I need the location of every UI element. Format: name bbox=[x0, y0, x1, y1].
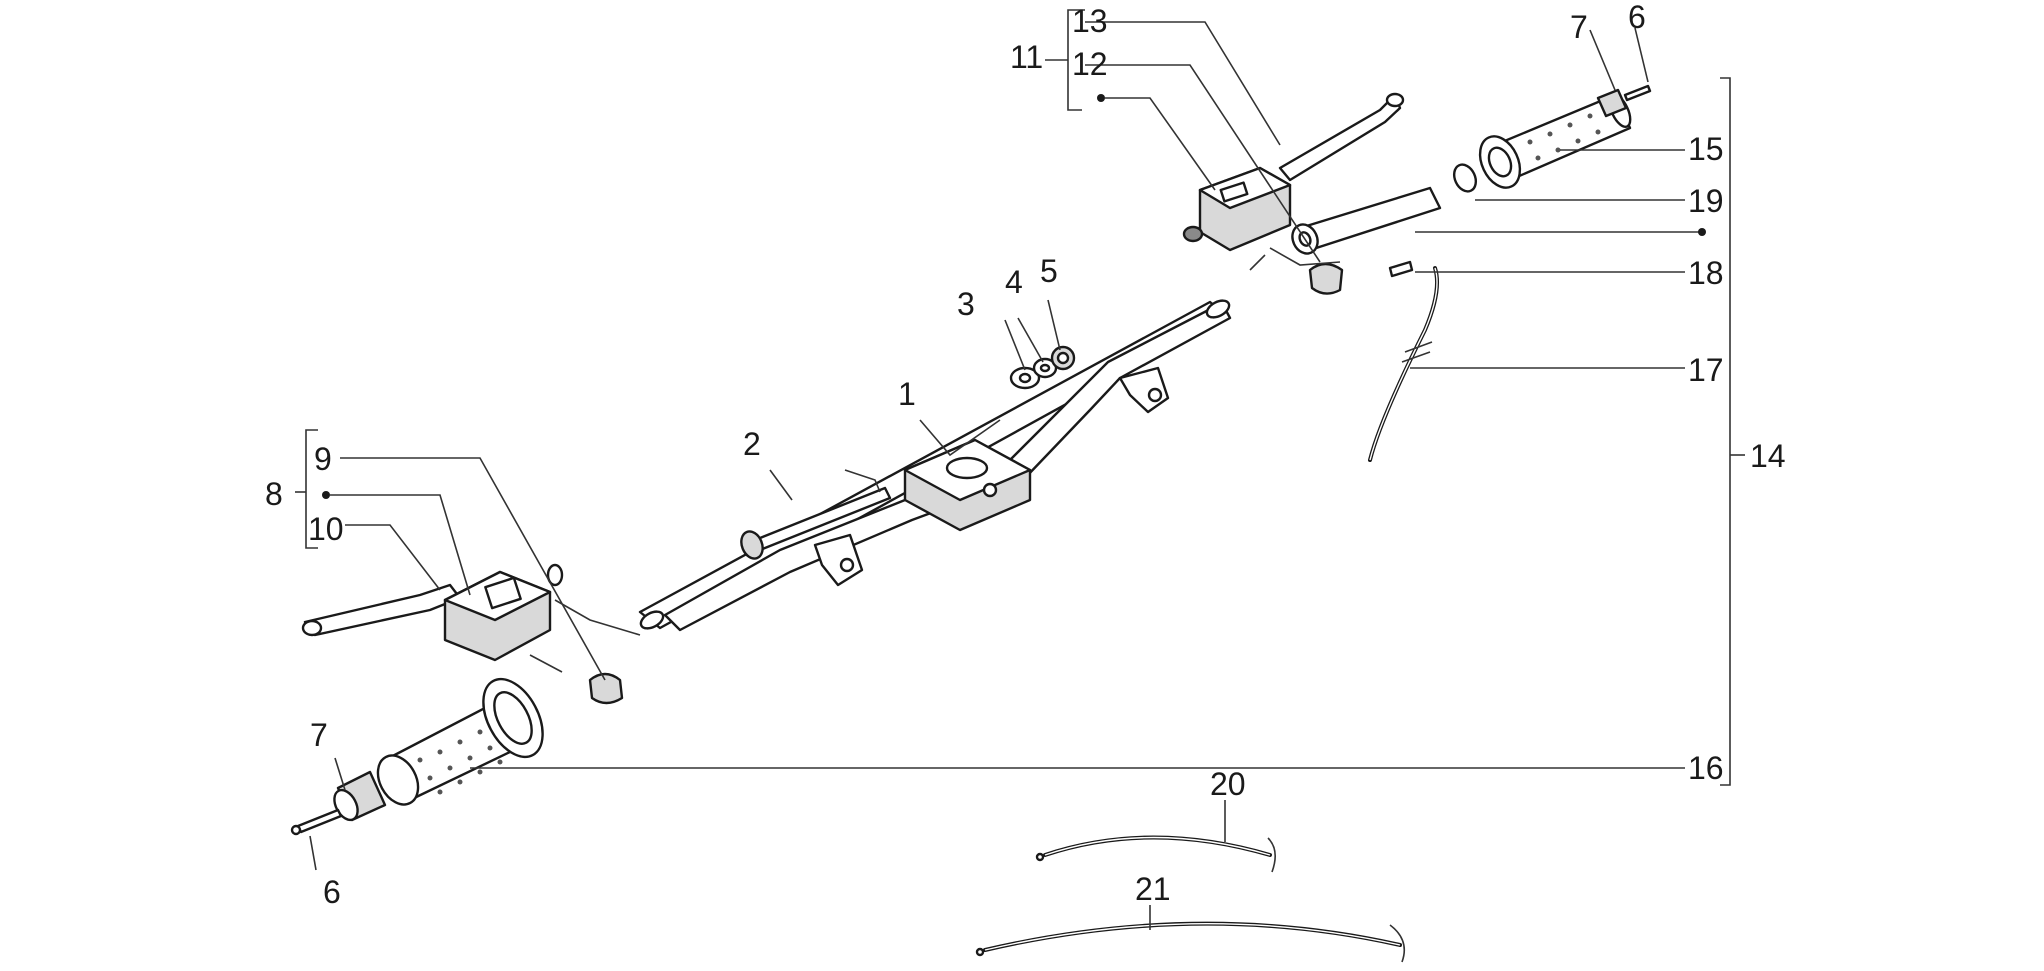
left-grip-dots bbox=[417, 729, 503, 795]
callout-dots bbox=[322, 94, 1706, 499]
label-part-6-right: 6 bbox=[1628, 0, 1646, 35]
label-part-12: 12 bbox=[1072, 46, 1108, 82]
label-part-15: 15 bbox=[1688, 131, 1724, 167]
right-grip bbox=[1478, 93, 1632, 189]
spacer-ring bbox=[1452, 163, 1478, 193]
cable-21 bbox=[975, 921, 1406, 963]
label-part-2: 2 bbox=[743, 426, 761, 462]
label-part-20: 20 bbox=[1210, 766, 1246, 802]
label-part-5: 5 bbox=[1040, 253, 1058, 289]
label-part-3: 3 bbox=[957, 286, 975, 322]
clamp-bolt bbox=[740, 486, 892, 560]
label-part-9: 9 bbox=[314, 441, 332, 477]
label-part-7-left: 7 bbox=[310, 717, 328, 753]
right-end-weight bbox=[1596, 88, 1628, 118]
label-part-6-left: 6 bbox=[323, 874, 341, 910]
handlebar bbox=[638, 299, 1232, 632]
label-part-16: 16 bbox=[1688, 750, 1724, 786]
label-part-14: 14 bbox=[1750, 438, 1786, 474]
label-part-19: 19 bbox=[1688, 183, 1724, 219]
right-lever-assembly bbox=[1182, 92, 1405, 295]
right-end-screw bbox=[1623, 84, 1652, 102]
right-grip-dots bbox=[1527, 113, 1601, 161]
label-part-13: 13 bbox=[1072, 3, 1108, 39]
left-lever-assembly bbox=[301, 563, 624, 705]
label-part-8: 8 bbox=[265, 476, 283, 512]
label-part-10: 10 bbox=[308, 511, 344, 547]
leader-lines bbox=[295, 9, 1745, 930]
left-end-screw bbox=[290, 808, 343, 836]
label-part-21: 21 bbox=[1135, 871, 1171, 907]
throttle-cable bbox=[1368, 266, 1439, 462]
label-part-18: 18 bbox=[1688, 255, 1724, 291]
left-grip bbox=[376, 677, 544, 806]
label-part-7-right: 7 bbox=[1570, 9, 1588, 45]
label-part-17: 17 bbox=[1688, 352, 1724, 388]
label-part-1: 1 bbox=[898, 376, 916, 412]
label-part-11: 11 bbox=[1010, 39, 1043, 75]
cable-20 bbox=[1035, 835, 1276, 873]
label-part-4: 4 bbox=[1005, 264, 1023, 300]
part-labels: 1 2 3 4 5 6 6 7 7 8 9 10 11 12 13 14 15 … bbox=[265, 0, 1786, 910]
cable-screw bbox=[1388, 260, 1414, 278]
